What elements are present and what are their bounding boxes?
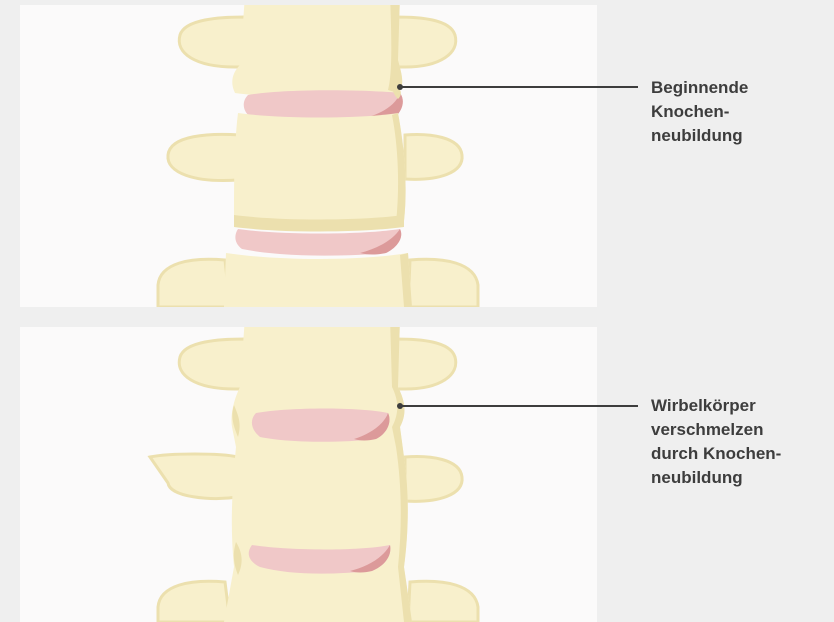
vertebra-lower	[158, 253, 478, 307]
annotation-label-top: Beginnende Knochen- neubildung	[651, 76, 831, 148]
disc-lower	[235, 229, 401, 256]
vertebra-upper-fused	[150, 327, 478, 622]
disc-upper-fused	[252, 409, 390, 442]
vertebra-upper	[179, 5, 456, 98]
annotation-label-bottom: Wirbelkörper verschmelzen durch Knochen-…	[651, 394, 831, 490]
callout-line-top	[400, 86, 638, 88]
callout-line-bottom	[400, 405, 638, 407]
vertebra-middle	[168, 113, 462, 232]
spine-illustration-early	[20, 5, 597, 307]
spine-illustration-fused	[20, 327, 597, 622]
